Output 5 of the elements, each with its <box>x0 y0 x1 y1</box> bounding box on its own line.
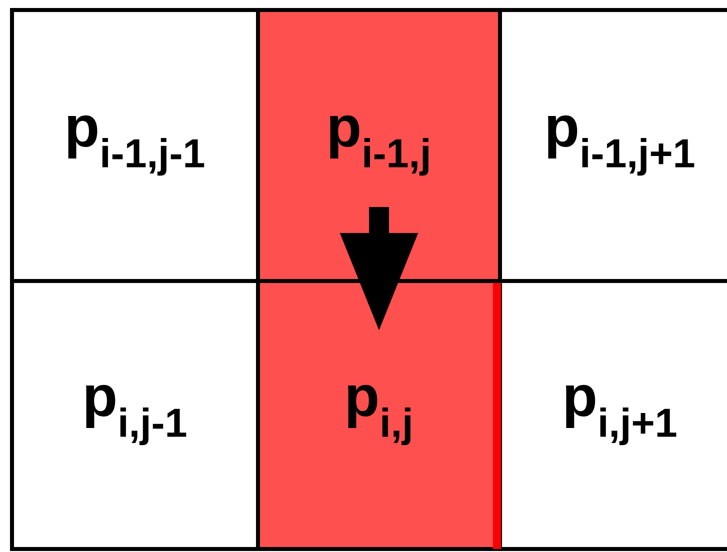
grid-cell: p$_{i-1,j}$ <box>256 8 502 283</box>
grid-cell: p$_{i-1,j-1}$ <box>10 8 260 283</box>
grid-cell: p$_{i,j}$ <box>256 278 502 551</box>
grid-cell: p$_{i,j+1}$ <box>498 278 727 551</box>
grid-cell: p$_{i,j-1}$ <box>10 278 260 551</box>
